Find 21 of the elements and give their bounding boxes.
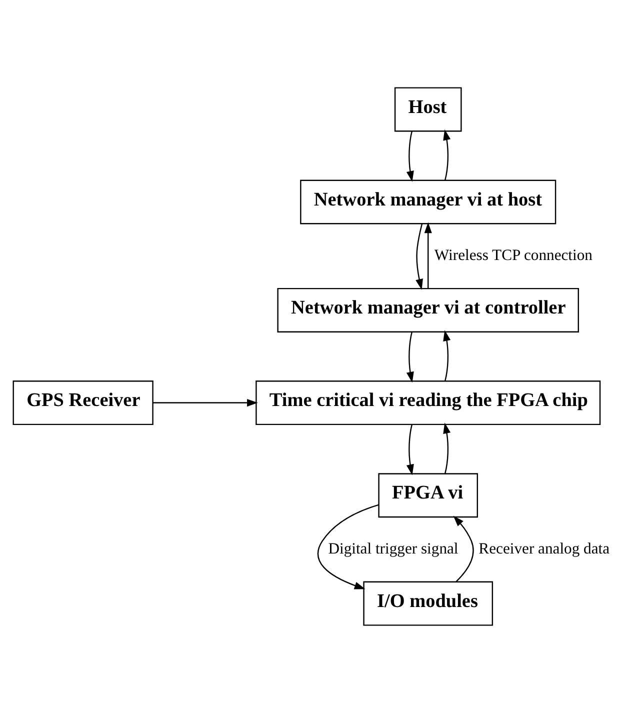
edge-label: Digital trigger signal <box>328 540 458 558</box>
node-box: Network manager vi at host <box>300 180 556 224</box>
node-box: GPS Receiver <box>12 380 154 426</box>
arrow <box>424 222 432 289</box>
arrow <box>443 422 451 474</box>
node-box: Network manager vi at controller <box>277 288 579 332</box>
arrow <box>406 424 414 476</box>
arrow <box>443 330 451 382</box>
node-box: Host <box>394 87 462 132</box>
arrow <box>406 130 414 182</box>
arrow <box>443 129 451 180</box>
arrow <box>317 504 379 590</box>
arrow <box>406 332 414 383</box>
node-box: FPGA vi <box>378 473 478 518</box>
edge-label: Receiver analog data <box>478 540 610 558</box>
edge-label: Wireless TCP connection <box>434 247 592 264</box>
node-box: Time critical vi reading the FPGA chip <box>256 380 601 426</box>
node-box: I/O modules <box>363 581 494 626</box>
arrow <box>453 516 474 582</box>
arrow <box>152 399 258 407</box>
arrow <box>416 224 423 290</box>
